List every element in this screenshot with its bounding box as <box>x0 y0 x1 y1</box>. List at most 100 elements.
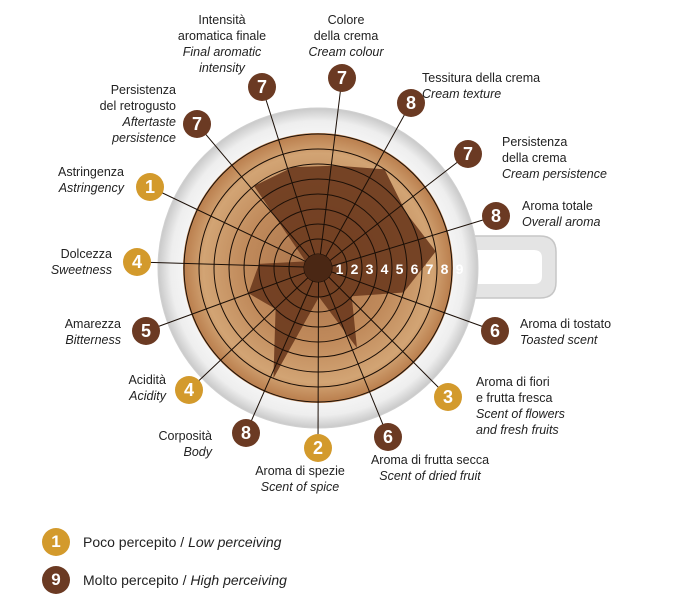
attribute-it-14: Persistenza <box>111 83 176 97</box>
value-badge-10 <box>175 376 203 404</box>
attribute-it-3: Persistenza <box>502 135 567 149</box>
spoke-8 <box>317 281 319 449</box>
spoke-3 <box>329 153 469 261</box>
attribute-en-2: Cream texture <box>422 87 501 101</box>
legend-low-badge: 1 <box>42 528 70 556</box>
spoke-10 <box>188 277 309 391</box>
attribute-it-5: Aroma di tostato <box>520 317 611 331</box>
attribute-en-10: Acidity <box>128 389 167 403</box>
value-badge-6 <box>434 383 462 411</box>
legend-low: 1 Poco percepito / Low perceiving <box>42 527 281 557</box>
spoke-11 <box>145 272 305 332</box>
scale-tick-5: 5 <box>396 261 404 277</box>
attribute-en-9: Body <box>184 445 213 459</box>
value-badge-14 <box>183 110 211 138</box>
value-badge-7 <box>374 423 402 451</box>
attribute-it-9: Corposità <box>159 429 213 443</box>
attribute-it-3: della crema <box>502 151 567 165</box>
center-dot <box>304 254 332 282</box>
spoke-2 <box>325 102 412 257</box>
value-label-8: 2 <box>313 438 323 458</box>
attribute-it-2: Tessitura della crema <box>422 71 540 85</box>
value-label-11: 5 <box>141 321 151 341</box>
scale-tick-9: 9 <box>456 261 464 277</box>
value-badge-3 <box>454 140 482 168</box>
cup-handle-inner <box>458 250 542 284</box>
legend-low-it: Poco percepito <box>83 534 177 550</box>
attribute-en-5: Toasted scent <box>520 333 598 347</box>
value-badge-11 <box>132 317 160 345</box>
attribute-en-1: Cream colour <box>308 45 384 59</box>
spoke-7 <box>323 280 389 438</box>
attribute-it-8: Aroma di spezie <box>255 464 345 478</box>
value-badge-15 <box>248 73 276 101</box>
attribute-it-14: del retrogusto <box>100 99 176 113</box>
attribute-en-11: Bitterness <box>65 333 121 347</box>
attribute-it-10: Acidità <box>128 373 166 387</box>
legend-high-en: High perceiving <box>190 572 287 588</box>
spoke-12 <box>136 261 305 268</box>
value-badge-2 <box>397 89 425 117</box>
scale-tick-7: 7 <box>426 261 434 277</box>
legend-high-separator: / <box>178 572 191 588</box>
value-badge-13 <box>136 173 164 201</box>
value-badge-9 <box>232 419 260 447</box>
attribute-en-15: intensity <box>199 61 246 75</box>
value-label-15: 7 <box>257 77 267 97</box>
attribute-en-15: Final aromatic <box>183 45 262 59</box>
scale-tick-3: 3 <box>366 261 374 277</box>
attribute-it-13: Astringenza <box>58 165 124 179</box>
value-badge-1 <box>328 64 356 92</box>
attribute-it-6: Aroma di fiori <box>476 375 550 389</box>
value-label-10: 4 <box>184 380 194 400</box>
scale-tick-1: 1 <box>336 261 344 277</box>
attribute-it-4: Aroma totale <box>522 199 593 213</box>
profile-polygon <box>248 165 436 379</box>
value-label-12: 4 <box>132 252 142 272</box>
attribute-en-12: Sweetness <box>51 263 112 277</box>
attribute-it-1: della crema <box>314 29 379 43</box>
attribute-en-8: Scent of spice <box>261 480 340 494</box>
attribute-en-13: Astringency <box>58 181 125 195</box>
value-badge-5 <box>481 317 509 345</box>
value-label-4: 8 <box>491 206 501 226</box>
value-badge-8 <box>304 434 332 462</box>
attribute-en-6: and fresh fruits <box>476 423 559 437</box>
spoke-14 <box>196 123 310 258</box>
legend-high: 9 Molto percepito / High perceiving <box>42 565 287 595</box>
spoke-15 <box>261 86 316 255</box>
value-label-6: 3 <box>443 387 453 407</box>
value-label-3: 7 <box>463 144 473 164</box>
spoke-6 <box>328 276 449 398</box>
legend-high-it: Molto percepito <box>83 572 179 588</box>
spoke-9 <box>245 280 314 434</box>
attribute-it-6: e frutta fresca <box>476 391 552 405</box>
spoke-5 <box>331 271 496 332</box>
attribute-en-14: Aftertaste <box>122 115 177 129</box>
scale-tick-2: 2 <box>351 261 359 277</box>
value-label-5: 6 <box>490 321 500 341</box>
attribute-en-14: persistence <box>111 131 176 145</box>
legend-low-text: Poco percepito / Low perceiving <box>83 534 281 550</box>
value-label-14: 7 <box>192 114 202 134</box>
value-label-2: 8 <box>406 93 416 113</box>
attribute-en-7: Scent of dried fruit <box>379 469 481 483</box>
legend-high-badge: 9 <box>42 566 70 594</box>
scale-tick-4: 4 <box>381 261 389 277</box>
